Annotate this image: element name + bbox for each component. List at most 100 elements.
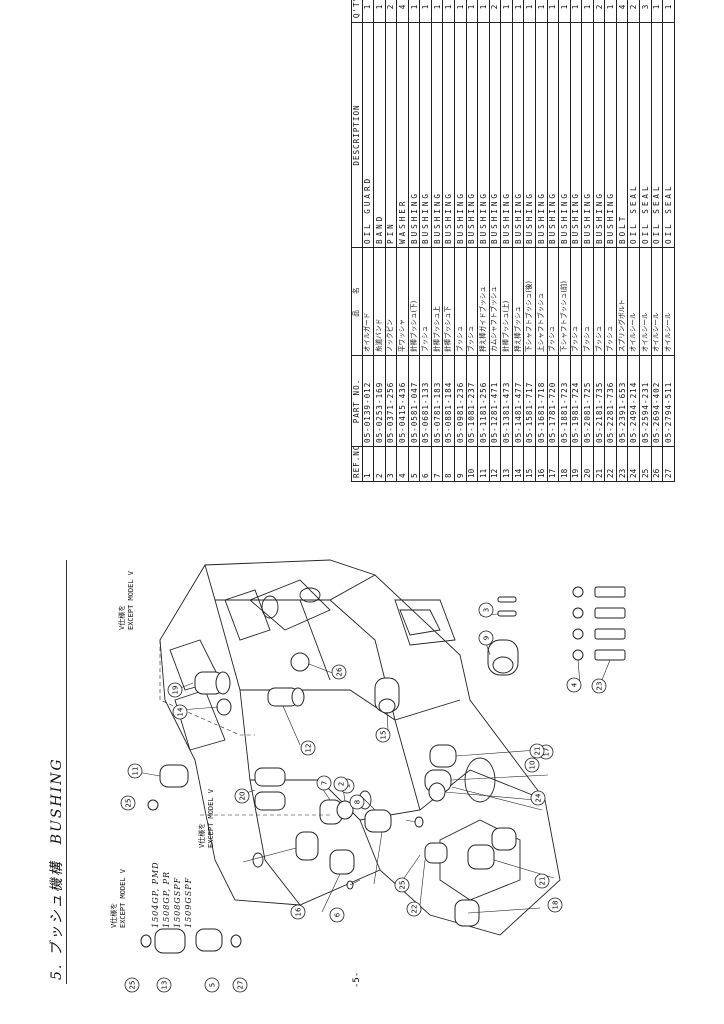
callout-markers: 1234567891011121314151617181920212122232… <box>120 602 607 993</box>
callout-circle <box>156 977 172 993</box>
callout-circle <box>232 977 248 993</box>
callout-label: 13 <box>161 981 169 990</box>
callout-circle <box>547 897 563 913</box>
callout-25: 25 <box>120 795 136 811</box>
note-except-left-en: EXCEPT MODEL V <box>119 868 127 928</box>
callout-label: 2 <box>338 782 346 786</box>
callout-label: 19 <box>172 686 180 695</box>
callout-circle <box>127 763 143 779</box>
callout-label: 12 <box>305 744 313 753</box>
callout-circle <box>375 727 391 743</box>
callout-label: 21 <box>539 877 547 886</box>
callout-2: 2 <box>333 776 349 792</box>
callout-circle <box>300 740 316 756</box>
callout-label: 24 <box>535 793 543 802</box>
callout-label: 11 <box>132 767 140 776</box>
callout-21: 21 <box>534 873 550 889</box>
callout-circle <box>167 682 183 698</box>
callout-circle <box>172 704 188 720</box>
note-except-mid-en: EXCEPT MODEL V <box>207 788 215 848</box>
callout-circle <box>530 790 546 806</box>
callout-12: 12 <box>300 740 316 756</box>
callout-label: 14 <box>177 707 185 716</box>
callout-label: 23 <box>596 682 604 691</box>
dashed-guides <box>159 640 330 816</box>
model-line-4: 1509GSPF <box>184 876 193 928</box>
note-except-model-v-left: V仕様を EXCEPT MODEL V <box>110 869 128 928</box>
callout-11: 11 <box>127 763 143 779</box>
note-except-left-jp: V仕様を <box>110 902 118 928</box>
callout-label: 20 <box>239 792 247 801</box>
callout-label: 26 <box>336 667 344 676</box>
callout-circle <box>478 630 494 646</box>
callout-circle <box>120 795 136 811</box>
callout-9: 9 <box>478 630 494 646</box>
callout-24: 24 <box>530 790 546 806</box>
callout-18: 18 <box>547 897 563 913</box>
callout-label: 16 <box>295 907 303 916</box>
model-line-1: 1504GP, PMD <box>151 861 160 928</box>
callout-circle <box>329 907 345 923</box>
callout-label: 25 <box>125 799 133 808</box>
callout-23: 23 <box>591 678 607 694</box>
note-except-model-v-top: V仕様を EXCEPT MODEL V <box>118 571 136 630</box>
model-line-3: 1508GSPF <box>173 876 182 928</box>
callout-circle <box>290 904 306 920</box>
callout-circle <box>331 664 347 680</box>
callout-circle <box>316 775 332 791</box>
callout-label: 25 <box>399 881 407 890</box>
callout-label: 4 <box>571 682 579 687</box>
callout-label: 25 <box>129 981 137 990</box>
callout-25: 25 <box>124 977 140 993</box>
page-number: -5- <box>352 971 362 988</box>
callout-label: 15 <box>380 731 388 740</box>
callout-26: 26 <box>331 664 347 680</box>
note-except-top-jp: V仕様を <box>118 604 126 630</box>
callout-15: 15 <box>375 727 391 743</box>
applicable-models: 1504GP, PMD 1508GP, PR 1508GSPF 1509GSPF <box>150 861 194 928</box>
callout-circle <box>349 794 365 810</box>
callout-25: 25 <box>394 877 410 893</box>
callout-27: 27 <box>232 977 248 993</box>
callout-label: 10 <box>529 761 537 770</box>
callout-circle <box>534 873 550 889</box>
callout-14: 14 <box>172 704 188 720</box>
callout-circle <box>524 757 540 773</box>
callout-label: 6 <box>334 912 342 917</box>
callout-label: 22 <box>411 905 419 914</box>
callout-4: 4 <box>566 677 582 693</box>
callout-22: 22 <box>406 901 422 917</box>
callout-label: 8 <box>354 800 362 804</box>
callout-label: 17 <box>543 748 551 757</box>
callout-label: 3 <box>483 608 491 612</box>
callout-label: 27 <box>237 981 245 990</box>
callout-8: 8 <box>349 794 365 810</box>
callout-label: 5 <box>209 983 217 987</box>
callout-10: 10 <box>524 757 540 773</box>
callout-6: 6 <box>329 907 345 923</box>
callout-label: 9 <box>483 636 491 640</box>
callout-circle <box>394 877 410 893</box>
note-except-top-en: EXCEPT MODEL V <box>127 570 135 630</box>
callout-circle <box>234 788 250 804</box>
callout-7: 7 <box>316 775 332 791</box>
callout-circle <box>204 977 220 993</box>
callout-label: 21 <box>534 747 542 756</box>
bushing-parts <box>140 586 626 954</box>
note-except-model-v-mid: V仕様を EXCEPT MODEL V <box>198 789 216 848</box>
callout-13: 13 <box>156 977 172 993</box>
callout-circle <box>529 743 545 759</box>
callout-circle <box>406 901 422 917</box>
callout-label: 7 <box>321 781 329 785</box>
callout-circle <box>591 678 607 694</box>
callout-16: 16 <box>290 904 306 920</box>
model-line-2: 1508GP, PR <box>162 870 171 928</box>
callout-20: 20 <box>234 788 250 804</box>
callout-circle <box>333 776 349 792</box>
callout-19: 19 <box>167 682 183 698</box>
callout-label: 18 <box>552 901 560 910</box>
machine-frame <box>159 559 561 936</box>
callout-circle <box>566 677 582 693</box>
